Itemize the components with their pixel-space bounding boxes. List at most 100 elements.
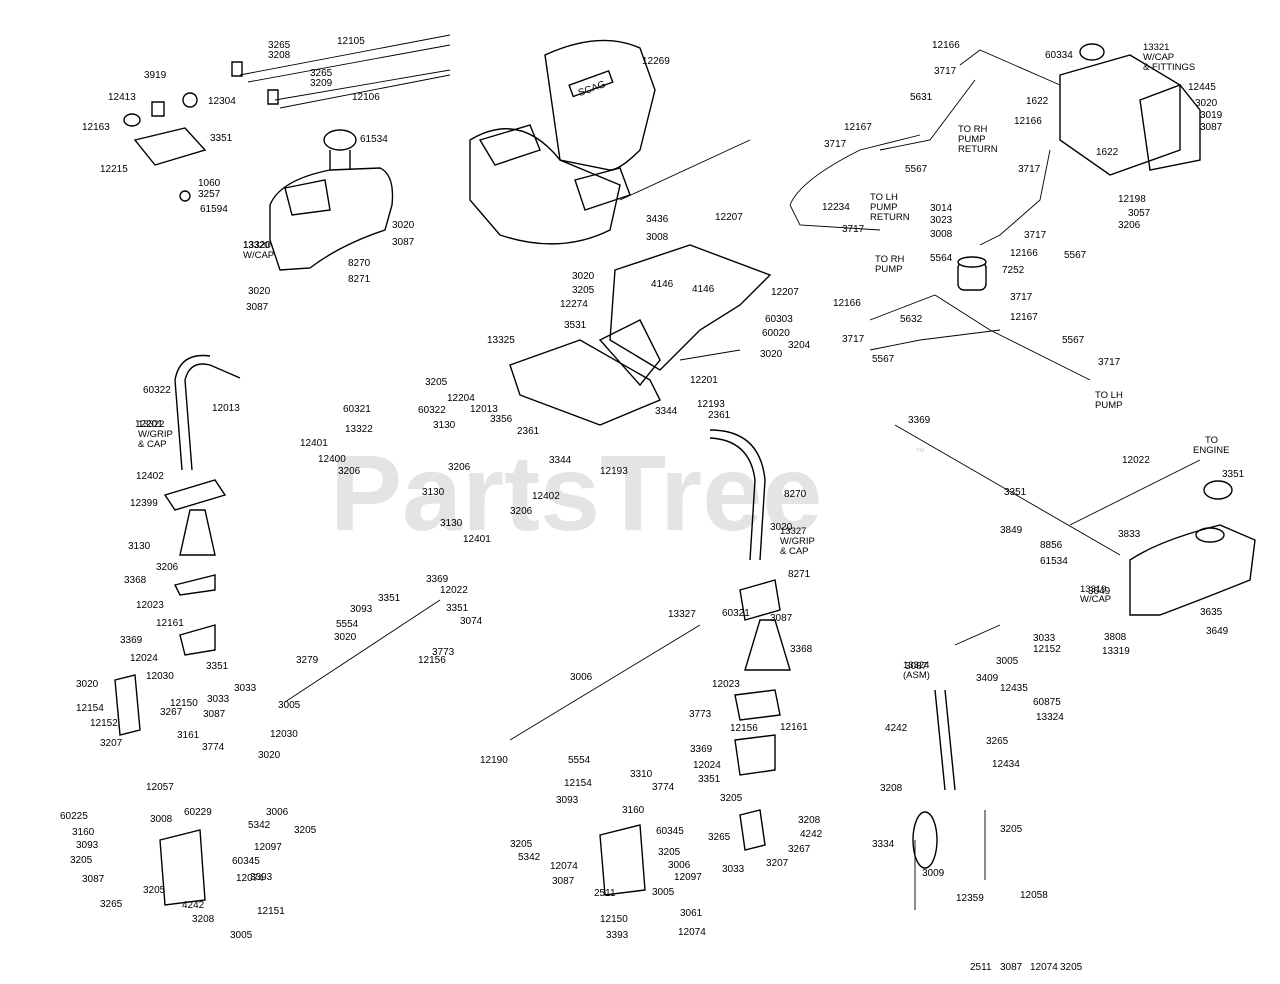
part-number-callout[interactable]: 60321 — [343, 404, 371, 415]
part-number-callout[interactable]: 12274 — [560, 299, 588, 310]
part-number-callout[interactable]: 12057 — [146, 782, 174, 793]
part-number-callout[interactable]: 3014 — [930, 203, 953, 214]
part-number-callout[interactable]: 12074 — [236, 873, 264, 884]
part-number-callout[interactable]: 12166 — [1014, 116, 1042, 127]
part-number-callout[interactable]: 12097 — [674, 872, 702, 883]
part-number-callout[interactable]: 5564 — [930, 253, 953, 264]
part-number-callout[interactable]: 12022 — [440, 585, 468, 596]
part-number-callout[interactable]: 3267 — [160, 707, 183, 718]
hydraulic-reservoir[interactable] — [1059, 43, 1201, 176]
operator-seat[interactable]: SCAG — [469, 39, 751, 245]
part-number-callout[interactable]: 3206 — [338, 466, 361, 477]
part-number-callout[interactable]: 3005 — [652, 887, 675, 898]
part-number-callout[interactable]: 3369 — [690, 744, 713, 755]
part-number-callout[interactable]: 5342 — [518, 852, 541, 863]
part-number-callout[interactable]: 3265 — [986, 736, 1009, 747]
part-number-callout[interactable]: 3205 — [510, 839, 533, 850]
part-number-callout[interactable]: 3774 — [202, 742, 225, 753]
part-number-callout[interactable]: 61594 — [200, 204, 228, 215]
part-number-callout[interactable]: 60345 — [232, 856, 260, 867]
part-number-callout[interactable]: 3205 — [720, 793, 743, 804]
part-number-callout[interactable]: 3717 — [1018, 164, 1041, 175]
part-number-callout[interactable]: 3207 — [100, 738, 123, 749]
part-number-callout[interactable]: 3393 — [606, 930, 629, 941]
part-number-callout[interactable]: 5567 — [872, 354, 895, 365]
part-number-callout[interactable]: 12401 — [300, 438, 328, 449]
part-number-callout[interactable]: 12152 — [1033, 644, 1061, 655]
part-number-callout[interactable]: 1622 — [1096, 147, 1119, 158]
part-number-callout[interactable]: 3020 — [248, 286, 271, 297]
right-steering-lever[interactable] — [709, 429, 791, 776]
part-number-callout[interactable]: 3265 — [708, 832, 731, 843]
part-number-callout[interactable]: 2361 — [708, 410, 731, 421]
part-number-callout[interactable]: 8270 — [348, 258, 371, 269]
part-number-callout[interactable]: 12150 — [600, 914, 628, 925]
part-number-callout[interactable]: 3161 — [177, 730, 200, 741]
part-number-callout[interactable]: 12193 — [600, 466, 628, 477]
part-number-callout[interactable]: 3074 — [460, 616, 483, 627]
part-number-callout[interactable]: 3849 — [1000, 525, 1023, 536]
part-number-callout[interactable]: 12198 — [1118, 194, 1146, 205]
part-number-callout[interactable]: 60334 — [1045, 50, 1073, 61]
left-steering-lever[interactable] — [163, 354, 241, 656]
part-number-callout[interactable]: 7252 — [1002, 265, 1025, 276]
part-number-callout[interactable]: 12024 — [130, 653, 158, 664]
part-number-callout[interactable]: 3160 — [622, 805, 645, 816]
part-number-callout[interactable]: 12074 — [678, 927, 706, 938]
part-number-callout[interactable]: 3061 — [680, 908, 703, 919]
part-number-callout[interactable]: 60225 — [60, 811, 88, 822]
part-number-callout[interactable]: 12269 — [642, 56, 670, 67]
part-number-callout[interactable]: 3209 — [310, 78, 333, 89]
part-number-callout[interactable]: 3334 — [872, 839, 895, 850]
part-number-callout[interactable]: 3033 — [1033, 633, 1056, 644]
part-number-callout[interactable]: 60322 — [418, 405, 446, 416]
part-number-callout[interactable]: 12166 — [833, 298, 861, 309]
part-number-callout[interactable]: 3808 — [1104, 632, 1127, 643]
part-number-callout[interactable]: 13319 — [1102, 646, 1130, 657]
part-number-callout[interactable]: 12234 — [822, 202, 850, 213]
part-number-callout[interactable]: 12399 — [130, 498, 158, 509]
part-number-callout[interactable]: 12150 — [170, 698, 198, 709]
part-number-callout[interactable]: 3717 — [842, 334, 865, 345]
part-number-callout[interactable]: 60303 — [765, 314, 793, 325]
part-number-callout[interactable]: 3351 — [1004, 487, 1027, 498]
part-number-callout[interactable]: 3008 — [930, 229, 953, 240]
part-number-callout[interactable]: 3020 — [770, 522, 793, 533]
right-fuel-tank[interactable] — [1129, 480, 1256, 616]
part-number-callout[interactable]: 4242 — [885, 723, 908, 734]
part-number-callout[interactable]: 3717 — [934, 66, 957, 77]
part-number-callout[interactable]: 12074 — [550, 861, 578, 872]
part-number-callout[interactable]: 60345 — [656, 826, 684, 837]
part-number-callout[interactable]: 3717 — [1010, 292, 1033, 303]
part-number-callout[interactable]: 12013 — [212, 403, 240, 414]
part-number-callout[interactable]: 3019 — [1200, 110, 1223, 121]
part-number-callout[interactable]: 3208 — [192, 914, 215, 925]
part-number-callout[interactable]: 5554 — [336, 619, 359, 630]
part-number-callout[interactable]: 12154 — [564, 778, 592, 789]
part-number-callout[interactable]: 3205 — [143, 885, 166, 896]
part-number-callout[interactable]: 3265 — [100, 899, 123, 910]
part-number-callout[interactable]: 3208 — [798, 815, 821, 826]
part-number-callout[interactable]: 12105 — [337, 36, 365, 47]
part-number-callout[interactable]: 3006 — [668, 860, 691, 871]
part-number-callout[interactable]: 3087 — [82, 874, 105, 885]
part-number-callout[interactable]: 3130 — [128, 541, 151, 552]
part-number-callout[interactable]: 12161 — [156, 618, 184, 629]
hydraulic-lines[interactable] — [789, 49, 1091, 381]
part-number-callout[interactable]: 3919 — [144, 70, 167, 81]
part-number-callout[interactable]: 12402 — [532, 491, 560, 502]
part-number-callout[interactable]: 3351 — [446, 603, 469, 614]
part-number-callout[interactable]: 12215 — [100, 164, 128, 175]
part-number-callout[interactable]: 12166 — [1010, 248, 1038, 259]
part-number-callout[interactable]: 3005 — [278, 700, 301, 711]
part-number-callout[interactable]: 12434 — [992, 759, 1020, 770]
part-number-callout[interactable]: 3409 — [976, 673, 999, 684]
part-number-callout[interactable]: 3020 — [572, 271, 595, 282]
part-number-callout[interactable]: 12401 — [463, 534, 491, 545]
part-number-callout[interactable]: 61534 — [1040, 556, 1068, 567]
part-number-callout[interactable]: 12151 — [257, 906, 285, 917]
part-number-callout[interactable]: 12166 — [932, 40, 960, 51]
part-number-callout[interactable]: 2361 — [517, 426, 540, 437]
part-number-callout[interactable]: 3087 — [1200, 122, 1223, 133]
part-number-callout[interactable]: 12074 — [1030, 962, 1058, 973]
